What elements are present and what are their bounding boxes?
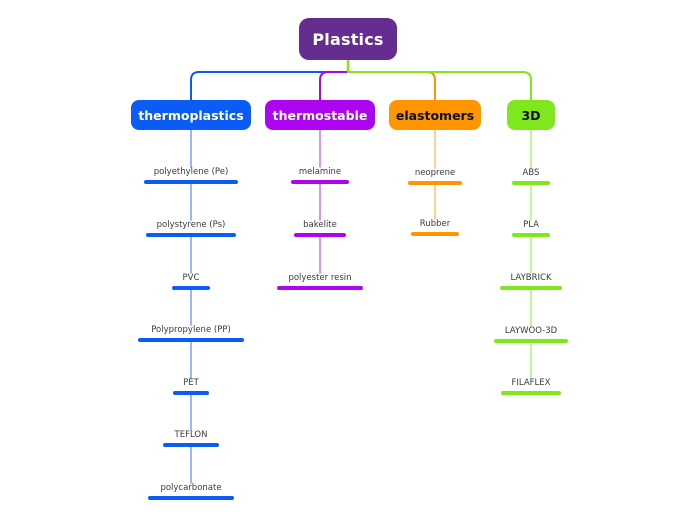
leaf-underline-bar [291, 180, 349, 184]
branch-node-3d[interactable]: 3D [507, 100, 555, 130]
branch-label: thermostable [272, 107, 368, 123]
leaf-label: Polypropylene (PP) [151, 325, 231, 335]
leaf-underline-bar [512, 181, 550, 185]
leaf-label: Rubber [419, 219, 451, 229]
leaf-node[interactable]: ABS [431, 168, 631, 185]
leaf-underline-bar [512, 233, 550, 237]
branch-node-thermostable[interactable]: thermostable [265, 100, 375, 130]
leaf-underline-bar [408, 181, 462, 185]
leaf-node[interactable]: polycarbonate [91, 483, 291, 500]
leaf-underline-bar [501, 391, 561, 395]
leaf-node[interactable]: FILAFLEX [431, 378, 631, 395]
leaf-node[interactable]: Rubber [335, 219, 535, 236]
leaf-label: PVC [182, 273, 200, 283]
connector-line [190, 71, 349, 101]
connector-line [319, 71, 349, 101]
leaf-node[interactable]: bakelite [220, 220, 420, 237]
connector-line [347, 71, 532, 101]
leaf-label: TEFLON [174, 430, 208, 440]
branch-label: 3D [521, 107, 541, 123]
leaf-underline-bar [294, 233, 346, 237]
leaf-label: neoprene [414, 168, 456, 178]
leaf-underline-bar [144, 180, 238, 184]
leaf-node[interactable]: LAYWOO-3D [431, 326, 631, 343]
leaf-underline-bar [148, 496, 234, 500]
leaf-label: ABS [522, 168, 540, 178]
leaf-underline-bar [172, 286, 210, 290]
leaf-node[interactable]: TEFLON [91, 430, 291, 447]
leaf-underline-bar [138, 338, 244, 342]
leaf-node[interactable]: polystyrene (Ps) [91, 220, 291, 237]
leaf-label: LAYWOO-3D [504, 326, 558, 336]
leaf-label: polystyrene (Ps) [156, 220, 226, 230]
leaf-underline-bar [494, 339, 568, 343]
leaf-label: LAYBRICK [510, 273, 552, 283]
leaf-underline-bar [277, 286, 363, 290]
leaf-node[interactable]: PVC [91, 273, 291, 290]
leaf-node[interactable]: PLA [431, 220, 631, 237]
root-node-plastics[interactable]: Plastics [299, 18, 397, 60]
connector-line [347, 71, 436, 101]
leaf-node[interactable]: polyethylene (Pe) [91, 167, 291, 184]
leaf-underline-bar [146, 233, 236, 237]
leaf-underline-bar [173, 391, 209, 395]
leaf-label: PLA [523, 220, 539, 230]
leaf-underline-bar [500, 286, 562, 290]
leaf-node[interactable]: melamine [220, 167, 420, 184]
leaf-label: bakelite [303, 220, 337, 230]
branch-label: elastomers [395, 107, 475, 123]
root-node-label: Plastics [312, 29, 384, 49]
leaf-node[interactable]: polyester resin [220, 273, 420, 290]
branch-label: thermoplastics [138, 107, 244, 123]
leaf-underline-bar [411, 232, 459, 236]
leaf-underline-bar [163, 443, 219, 447]
branch-node-thermoplastics[interactable]: thermoplastics [131, 100, 251, 130]
branch-node-elastomers[interactable]: elastomers [389, 100, 481, 130]
leaf-node[interactable]: neoprene [335, 168, 535, 185]
leaf-label: polyester resin [288, 273, 352, 283]
leaf-node[interactable]: Polypropylene (PP) [91, 325, 291, 342]
leaf-label: polycarbonate [160, 483, 222, 493]
leaf-label: polyethylene (Pe) [153, 167, 229, 177]
leaf-node[interactable]: PET [91, 378, 291, 395]
leaf-label: melamine [298, 167, 342, 177]
leaf-node[interactable]: LAYBRICK [431, 273, 631, 290]
leaf-label: PET [183, 378, 199, 388]
leaf-label: FILAFLEX [511, 378, 551, 388]
